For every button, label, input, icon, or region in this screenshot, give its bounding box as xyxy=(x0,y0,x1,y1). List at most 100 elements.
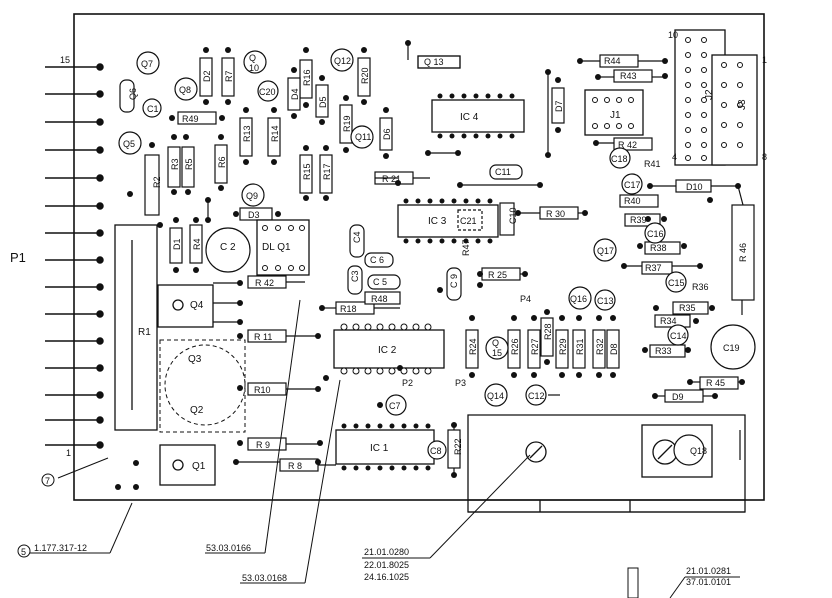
j3-pin-10: 10 xyxy=(668,30,678,40)
q14-body xyxy=(484,383,508,407)
pin-15-label: 15 xyxy=(60,55,70,65)
svg-text:C14: C14 xyxy=(670,331,687,341)
q16-body xyxy=(568,286,592,310)
svg-text:C15: C15 xyxy=(668,278,685,288)
svg-text:Q: Q xyxy=(249,53,256,63)
r31-body xyxy=(572,329,586,369)
r7-body xyxy=(221,57,235,97)
svg-text:R49: R49 xyxy=(182,114,199,124)
c3-body xyxy=(347,265,363,295)
ic2-body xyxy=(333,329,445,369)
r20-body xyxy=(357,57,371,97)
c12-body xyxy=(525,384,547,406)
svg-text:R13: R13 xyxy=(242,125,252,142)
c7-body xyxy=(385,394,407,416)
svg-text:IC 3: IC 3 xyxy=(428,216,447,227)
d7-body xyxy=(551,87,565,124)
svg-text:D4: D4 xyxy=(290,88,300,100)
svg-text:C16: C16 xyxy=(647,229,664,239)
svg-text:C 5: C 5 xyxy=(373,277,387,287)
c9-body xyxy=(446,267,462,301)
q12-body xyxy=(330,48,354,72)
r1-resistor xyxy=(114,224,158,431)
svg-text:Q11: Q11 xyxy=(355,132,371,142)
svg-text:15: 15 xyxy=(492,348,502,358)
q17-body xyxy=(593,238,617,262)
svg-text:R44: R44 xyxy=(604,56,621,66)
svg-text:R 9: R 9 xyxy=(256,440,270,450)
r43-body xyxy=(613,69,653,83)
svg-text:R38: R38 xyxy=(650,243,667,253)
svg-text:R32: R32 xyxy=(595,338,605,355)
q1-label: Q1 xyxy=(192,461,206,472)
svg-text:R 42: R 42 xyxy=(255,278,274,288)
traces xyxy=(207,43,744,475)
d4-body xyxy=(287,77,301,111)
svg-text:R 11: R 11 xyxy=(254,332,272,342)
c1-body xyxy=(142,98,162,118)
q15-body xyxy=(485,336,509,360)
item5-number: 5 xyxy=(21,547,26,557)
q18-body xyxy=(673,434,705,466)
svg-text:Q16: Q16 xyxy=(570,294,587,304)
j3-pin-4: 4 xyxy=(672,152,677,162)
svg-text:R17: R17 xyxy=(322,163,332,180)
q5-body xyxy=(118,131,142,155)
j3-body xyxy=(711,54,758,166)
r45-body xyxy=(699,376,739,390)
svg-text:Q17: Q17 xyxy=(597,246,614,256)
c17-body xyxy=(621,173,643,195)
c10-body xyxy=(499,202,515,236)
ic3-body xyxy=(397,204,499,238)
r39-body xyxy=(624,213,661,227)
svg-text:R28: R28 xyxy=(543,323,553,340)
c16-body xyxy=(644,222,666,244)
svg-text:R 45: R 45 xyxy=(706,378,725,388)
svg-text:R48: R48 xyxy=(371,294,388,304)
c21-body xyxy=(457,209,483,231)
svg-text:C17: C17 xyxy=(624,180,641,190)
item7-circle xyxy=(41,473,55,487)
q8-body xyxy=(174,77,198,101)
c20-body xyxy=(257,80,279,102)
heatsink-ref-2: 22.01.8025 xyxy=(364,560,409,570)
r35-body xyxy=(672,301,709,315)
ic-pins xyxy=(341,93,515,471)
c15-body xyxy=(665,271,687,293)
svg-text:R7: R7 xyxy=(224,70,234,82)
svg-text:R33: R33 xyxy=(655,346,672,356)
ref-0168-label: 53.03.0168 xyxy=(242,573,287,583)
connector-label: P1 xyxy=(10,250,26,265)
svg-text:P2: P2 xyxy=(402,378,413,388)
item7-number: 7 xyxy=(45,476,50,486)
svg-text:D9: D9 xyxy=(672,392,684,402)
svg-text:J3: J3 xyxy=(737,99,748,110)
svg-text:Q7: Q7 xyxy=(141,59,153,69)
svg-text:R16: R16 xyxy=(302,69,312,86)
r5-body xyxy=(181,146,195,188)
svg-text:R39: R39 xyxy=(630,215,647,225)
svg-text:R 21: R 21 xyxy=(382,174,401,184)
component-labels: Q7 Q8 Q5 C1 Q6 R49 R2 R3 R5 R6 R13 R14 R… xyxy=(123,53,748,471)
svg-text:D10: D10 xyxy=(686,182,703,192)
c4-body xyxy=(349,224,365,258)
svg-text:C21: C21 xyxy=(460,216,477,226)
connector-pins xyxy=(45,63,104,449)
q1-transistor xyxy=(159,444,216,486)
j-pins xyxy=(262,37,743,271)
r17-body xyxy=(319,154,333,194)
r27-body xyxy=(527,329,541,369)
r24-body xyxy=(465,329,479,369)
r32-body xyxy=(592,329,606,369)
q3-label: Q3 xyxy=(188,354,202,365)
svg-text:R37: R37 xyxy=(645,263,662,273)
svg-text:R15: R15 xyxy=(302,163,312,180)
d2-body xyxy=(199,57,213,97)
svg-text:C 2: C 2 xyxy=(220,242,236,253)
right-ref-1: 21.01.0281 xyxy=(686,566,731,576)
r1-label: R1 xyxy=(138,327,151,338)
r14-body xyxy=(267,117,281,157)
svg-text:C19: C19 xyxy=(723,343,740,353)
svg-text:R14: R14 xyxy=(270,125,280,142)
svg-text:C 6: C 6 xyxy=(370,255,384,265)
